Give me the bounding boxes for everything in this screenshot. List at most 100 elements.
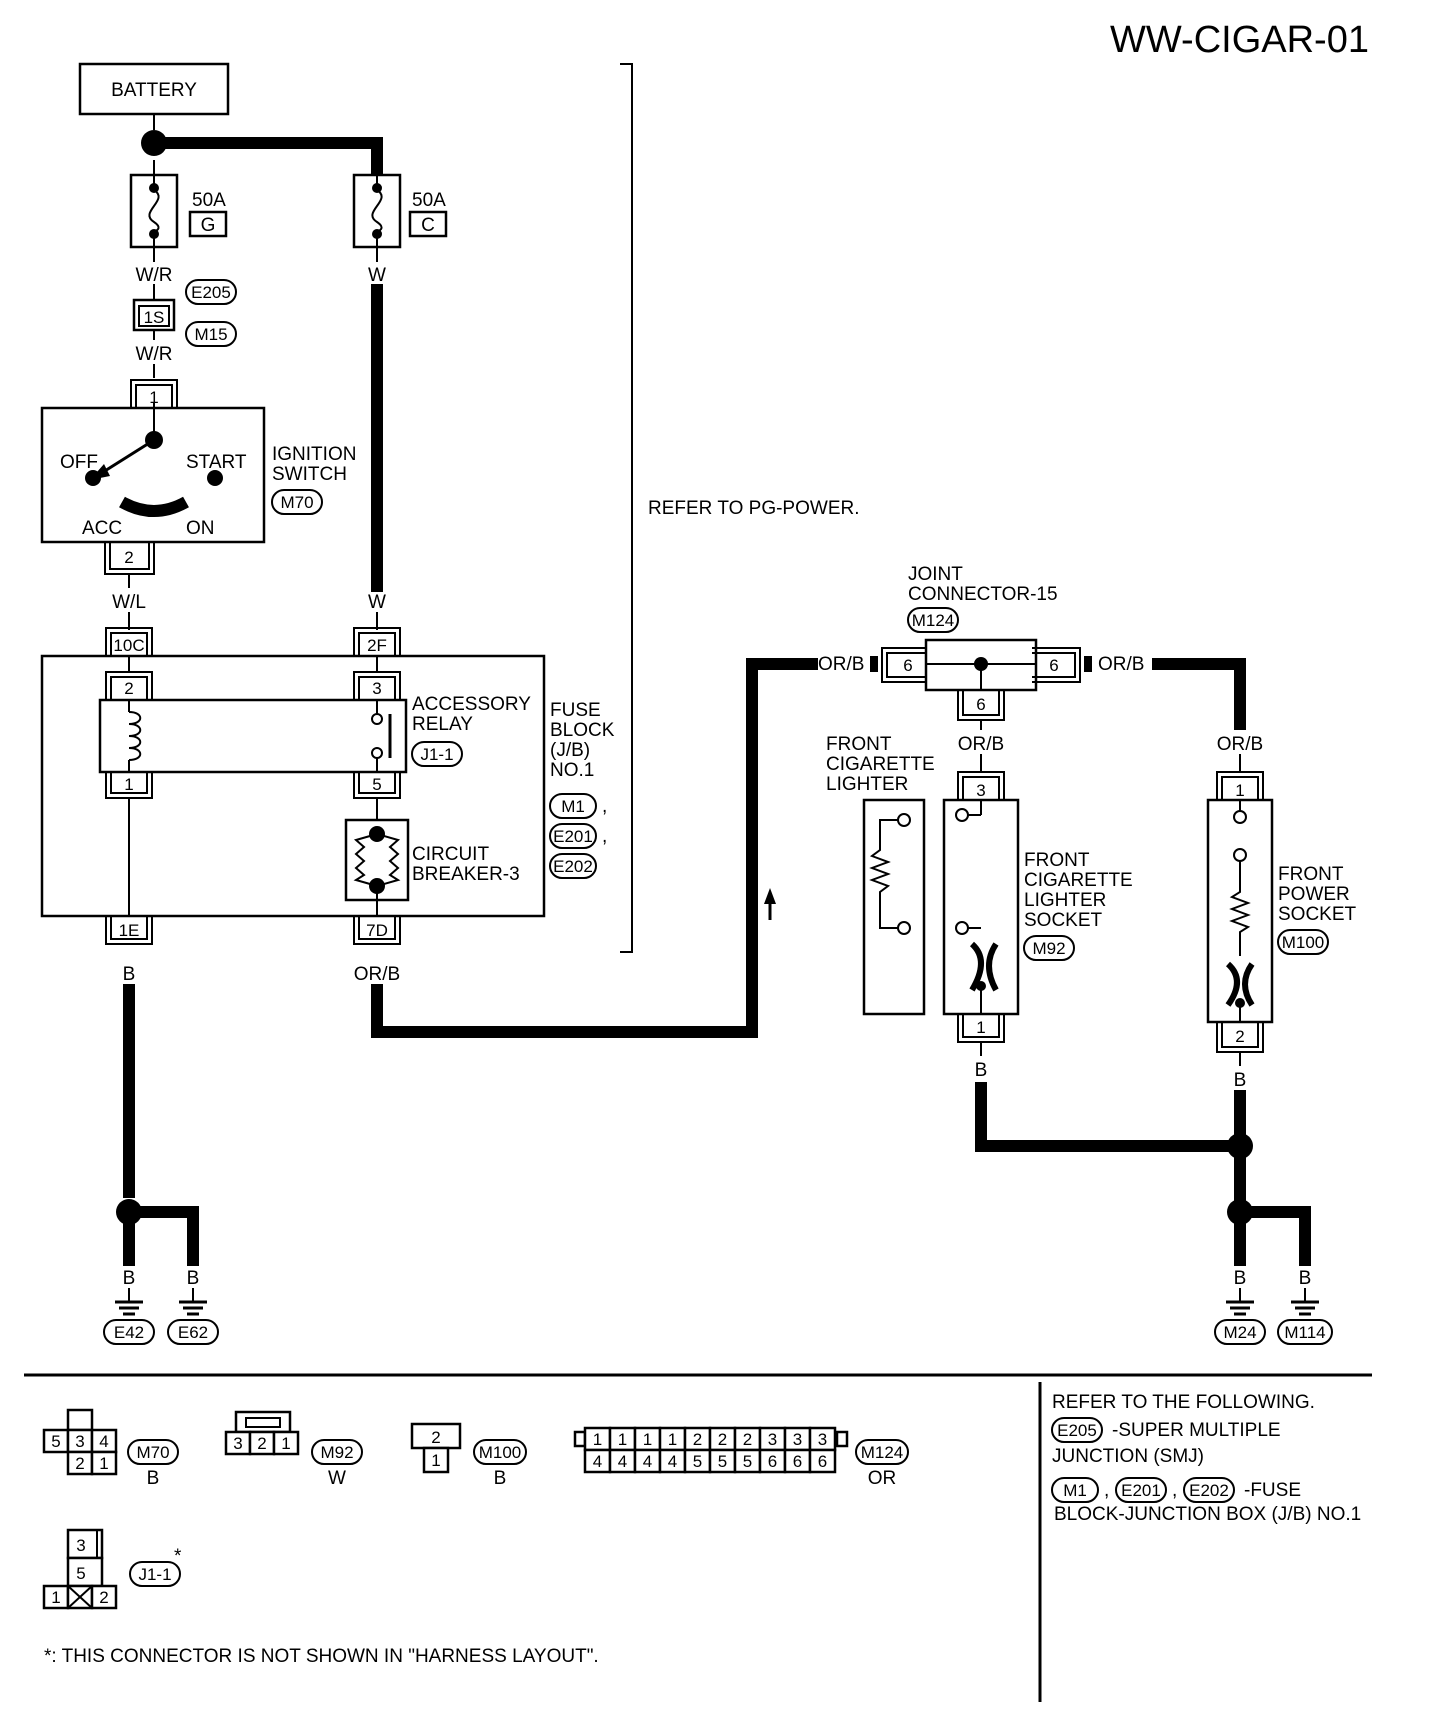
ignition-pin-1: 1: [149, 388, 158, 407]
m124-pin-label: 4: [643, 1452, 652, 1471]
accessory-relay-label-2: RELAY: [412, 714, 473, 735]
m124-pin-label: 1: [593, 1430, 602, 1449]
refer-following-heading: REFER TO THE FOLLOWING.: [1052, 1392, 1315, 1413]
pin-1s: 1S: [144, 308, 165, 327]
connector-view-m70: 5 3 4 2 1: [42, 1408, 118, 1476]
diagram-title: WW-CIGAR-01: [1110, 19, 1369, 61]
footnote: *: THIS CONNECTOR IS NOT SHOWN IN "HARNE…: [44, 1646, 599, 1667]
fuse-block: 10C 2F 2 3 1 5: [40, 627, 546, 945]
front-cigarette-lighter: [862, 798, 926, 1016]
power-socket-label-1: FRONT: [1278, 864, 1344, 885]
wire-label-w-upper: W: [368, 265, 386, 286]
m124-pin-label: 5: [693, 1452, 702, 1471]
fuse-block-label-3: (J/B): [550, 740, 590, 761]
connector-e62-label: E62: [178, 1323, 208, 1342]
ignition-pin-2: 2: [124, 548, 133, 567]
joint-connector-label-2: CONNECTOR-15: [908, 584, 1058, 605]
view-j1-1-label: J1-1: [138, 1565, 171, 1584]
ignition-acc-label: ACC: [82, 518, 122, 539]
fuse-block-comma-2: ,: [602, 826, 607, 847]
m124-pin-label: 1: [668, 1430, 677, 1449]
m124-pin-label: 2: [718, 1430, 727, 1449]
refer-comma-2: ,: [1172, 1480, 1177, 1501]
wire-label-wr-lower: W/R: [136, 344, 173, 365]
fuse-block-label-4: NO.1: [550, 760, 594, 781]
m124-pin-label: 4: [618, 1452, 627, 1471]
connector-m100-label: M100: [1282, 933, 1325, 952]
connector-m124-label: M124: [912, 611, 955, 630]
m70-pin-3: 3: [75, 1432, 84, 1451]
lighter-socket-label-2: CIGARETTE: [1024, 870, 1133, 891]
j1-1-pin-3: 3: [76, 1536, 85, 1555]
connector-j1-1-label: J1-1: [420, 745, 453, 764]
view-m92-color: W: [328, 1468, 346, 1489]
fuse-c-letter: C: [421, 215, 435, 236]
m124-pin-label: 6: [818, 1452, 827, 1471]
ignition-switch: 1 OFF START ACC ON 2: [40, 379, 266, 575]
circuit-breaker-label-1: CIRCUIT: [412, 844, 489, 865]
m124-pin-cell: [808, 1448, 837, 1474]
joint-pin-bottom: 6: [976, 695, 985, 714]
wire-label-orb-7d: OR/B: [354, 964, 400, 985]
refer-smj-line-2: JUNCTION (SMJ): [1052, 1446, 1204, 1467]
relay-pin-1: 1: [124, 775, 133, 794]
wire-label-b-m114: B: [1299, 1268, 1312, 1289]
battery-label: BATTERY: [111, 80, 197, 101]
connector-view-m100: 2 1: [410, 1422, 462, 1474]
ground-m114: [1291, 1288, 1319, 1316]
wire-label-b-e62: B: [187, 1268, 200, 1289]
wire-label-w-lower: W: [368, 592, 386, 613]
connector-m15-label: M15: [194, 325, 227, 344]
wire-label-b-m92: B: [975, 1060, 988, 1081]
ignition-start-label: START: [186, 452, 247, 473]
lighter-socket-label-1: FRONT: [1024, 850, 1090, 871]
fuse-block-label-2: BLOCK: [550, 720, 615, 741]
fuse-block-pin-1e: 1E: [119, 921, 140, 940]
wire-label-b-1e: B: [123, 964, 136, 985]
view-m70-label: M70: [136, 1443, 169, 1462]
b-wire-m114: [1234, 1206, 1311, 1266]
connector-e202-label: E202: [553, 857, 593, 876]
ignition-on-label: ON: [186, 518, 215, 539]
refer-bracket: [620, 63, 633, 953]
fuse-g-rating: 50A: [192, 190, 226, 211]
orb-wire-main: [371, 658, 818, 1038]
refer-jb-line-2: BLOCK-JUNCTION BOX (J/B) NO.1: [1054, 1504, 1361, 1525]
wire-label-orb-right: OR/B: [1098, 654, 1144, 675]
battery-to-fuse-c-wire: [148, 137, 383, 181]
lighter-label-3: LIGHTER: [826, 774, 908, 795]
power-socket-pin-1: 1: [1235, 781, 1244, 800]
m124-pin-label: 6: [768, 1452, 777, 1471]
ignition-switch-label-2: SWITCH: [272, 464, 347, 485]
fuse-block-label-1: FUSE: [550, 700, 601, 721]
m92-pin-3: 3: [233, 1434, 242, 1453]
m70-pin-2: 2: [75, 1454, 84, 1473]
wire-label-orb-m92: OR/B: [958, 734, 1004, 755]
lighter-socket-label-3: LIGHTER: [1024, 890, 1106, 911]
m124-pin-label: 3: [793, 1430, 802, 1449]
refer-e205-label: E205: [1057, 1421, 1097, 1440]
power-socket-label-2: POWER: [1278, 884, 1350, 905]
relay-pin-5: 5: [372, 775, 381, 794]
front-cigarette-lighter-socket: 3 1: [942, 771, 1020, 1043]
battery-box: [78, 62, 230, 116]
connector-view-j1-1: 3 5 1 2: [42, 1528, 118, 1610]
m124-pin-label: 5: [743, 1452, 752, 1471]
wire-label-wl: W/L: [112, 592, 146, 613]
fuse-c-rating: 50A: [412, 190, 446, 211]
fuse-block-pin-10c: 10C: [113, 636, 144, 655]
m124-pin-label: 1: [618, 1430, 627, 1449]
arrow-up-icon: [764, 888, 776, 904]
wire-label-b-e42: B: [123, 1268, 136, 1289]
connector-e205-label: E205: [191, 283, 231, 302]
fuse-block-pin-7d: 7D: [366, 921, 388, 940]
view-m100-color: B: [494, 1468, 507, 1489]
view-m124-label: M124: [861, 1443, 904, 1462]
accessory-relay-label-1: ACCESSORY: [412, 694, 531, 715]
fuse-c: [352, 160, 402, 249]
connector-m70-label: M70: [280, 493, 313, 512]
wire-label-wr-upper: W/R: [136, 265, 173, 286]
m124-pin-label: 2: [693, 1430, 702, 1449]
